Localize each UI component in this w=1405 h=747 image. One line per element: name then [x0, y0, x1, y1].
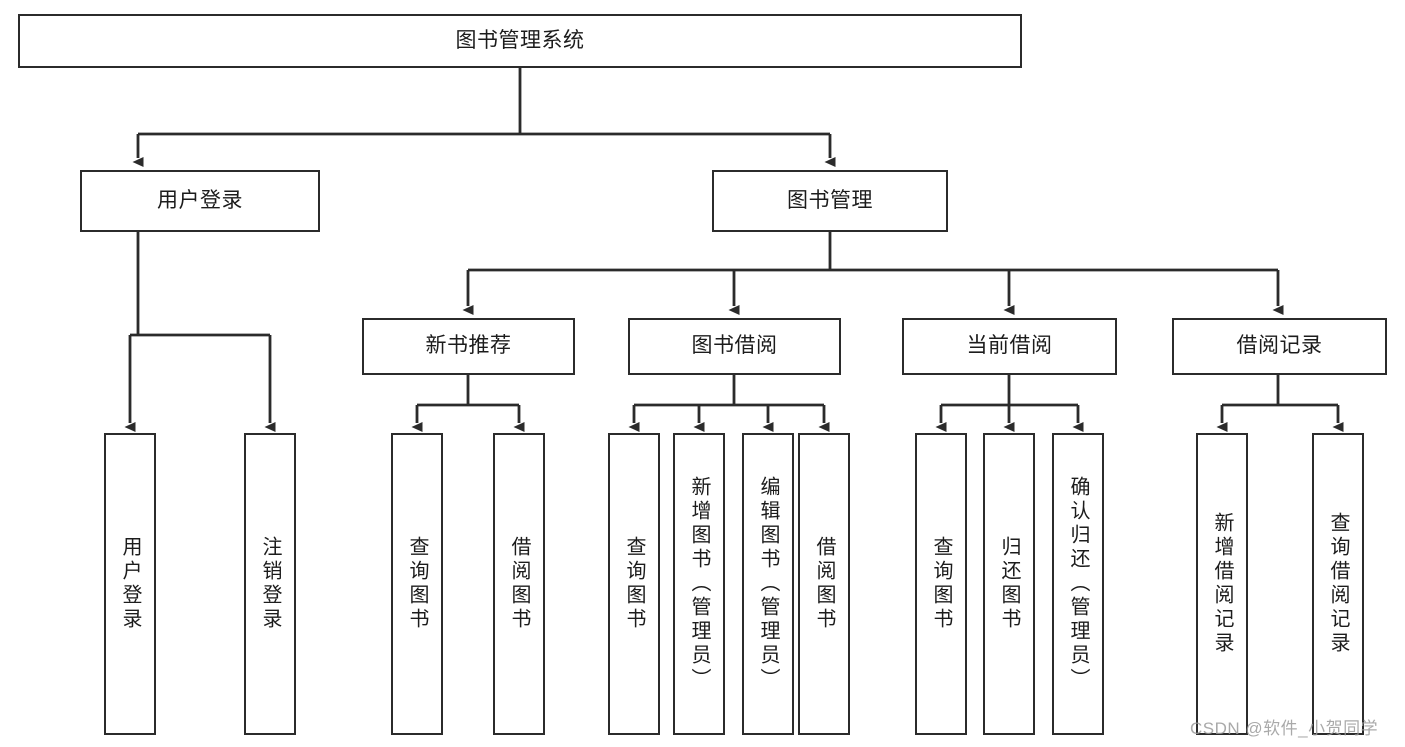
- node-book-management[interactable]: 图书管理: [712, 170, 948, 232]
- node-user-login[interactable]: 用户登录: [80, 170, 320, 232]
- node-leaf-user-login-label: 用户登录: [119, 536, 141, 632]
- node-book-management-label: 图书管理: [787, 188, 873, 212]
- node-borrow-record-label: 借阅记录: [1236, 334, 1323, 358]
- node-book-borrow-label: 图书借阅: [691, 334, 778, 358]
- node-leaf-add-book-label: 新增图书（管理员）: [688, 476, 710, 692]
- node-leaf-query-book-3[interactable]: 查询图书: [915, 433, 967, 735]
- node-leaf-add-book[interactable]: 新增图书（管理员）: [673, 433, 725, 735]
- node-leaf-user-login[interactable]: 用户登录: [104, 433, 156, 735]
- node-current-borrow-label: 当前借阅: [966, 334, 1053, 358]
- node-borrow-record[interactable]: 借阅记录: [1172, 318, 1387, 375]
- node-leaf-add-record-label: 新增借阅记录: [1211, 512, 1233, 656]
- node-leaf-query-book-1-label: 查询图书: [406, 536, 428, 632]
- node-leaf-confirm-return[interactable]: 确认归还（管理员）: [1052, 433, 1104, 735]
- node-leaf-borrow-book-1-label: 借阅图书: [508, 536, 530, 632]
- node-new-book-recommend-label: 新书推荐: [425, 334, 512, 358]
- node-root-label: 图书管理系统: [455, 28, 585, 52]
- node-root-system[interactable]: 图书管理系统: [18, 14, 1022, 68]
- node-leaf-borrow-book-2[interactable]: 借阅图书: [798, 433, 850, 735]
- node-leaf-logout-label: 注销登录: [259, 536, 281, 632]
- node-leaf-query-record-label: 查询借阅记录: [1327, 512, 1349, 656]
- node-leaf-edit-book[interactable]: 编辑图书（管理员）: [742, 433, 794, 735]
- node-leaf-add-record[interactable]: 新增借阅记录: [1196, 433, 1248, 735]
- node-leaf-query-book-2-label: 查询图书: [623, 536, 645, 632]
- node-leaf-query-record[interactable]: 查询借阅记录: [1312, 433, 1364, 735]
- node-leaf-borrow-book-1[interactable]: 借阅图书: [493, 433, 545, 735]
- node-leaf-query-book-1[interactable]: 查询图书: [391, 433, 443, 735]
- node-book-borrow[interactable]: 图书借阅: [628, 318, 841, 375]
- node-current-borrow[interactable]: 当前借阅: [902, 318, 1117, 375]
- node-leaf-borrow-book-2-label: 借阅图书: [813, 536, 835, 632]
- node-leaf-return-book[interactable]: 归还图书: [983, 433, 1035, 735]
- node-leaf-query-book-3-label: 查询图书: [930, 536, 952, 632]
- node-leaf-query-book-2[interactable]: 查询图书: [608, 433, 660, 735]
- node-leaf-confirm-return-label: 确认归还（管理员）: [1067, 476, 1089, 692]
- csdn-watermark: CSDN @软件_小贺同学: [1190, 719, 1379, 738]
- node-leaf-return-book-label: 归还图书: [998, 536, 1020, 632]
- node-leaf-edit-book-label: 编辑图书（管理员）: [757, 476, 779, 692]
- node-user-login-label: 用户登录: [157, 188, 243, 212]
- node-new-book-recommend[interactable]: 新书推荐: [362, 318, 575, 375]
- node-leaf-logout[interactable]: 注销登录: [244, 433, 296, 735]
